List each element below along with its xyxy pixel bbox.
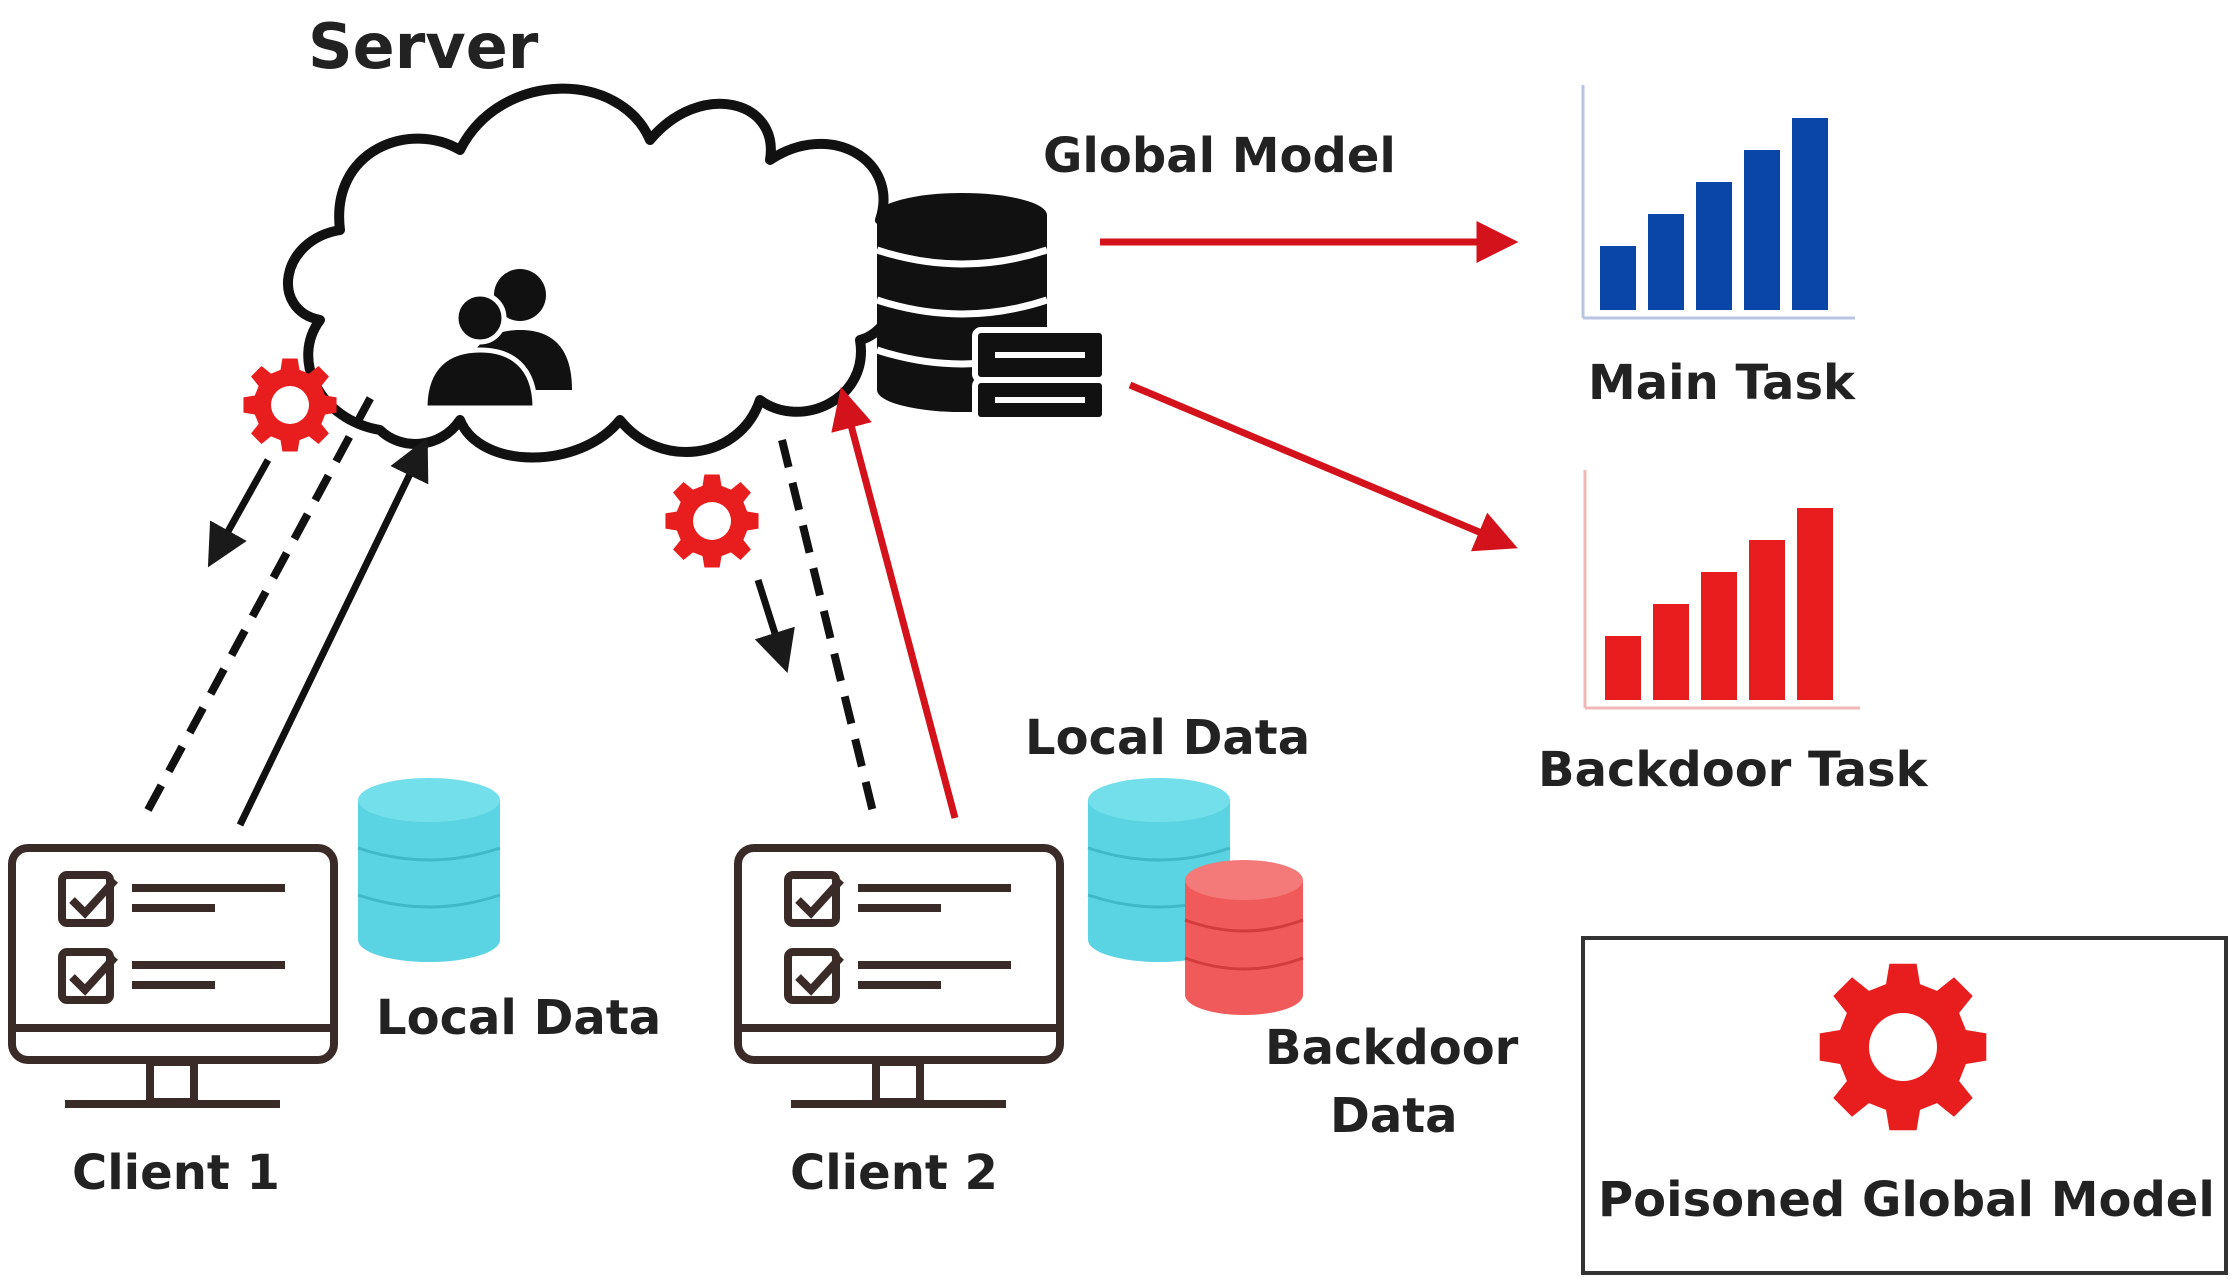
users-icon (422, 269, 572, 411)
legend-label: Poisoned Global Model (1598, 1172, 2215, 1228)
client1-local-data-label: Local Data (376, 990, 662, 1046)
main-task-bar-2 (1648, 214, 1684, 310)
backdoor-task-bar-1 (1605, 636, 1641, 700)
database-server-icon (875, 193, 1108, 423)
global-model-label: Global Model (1043, 128, 1396, 184)
backdoor-task-chart (1583, 470, 1860, 710)
client1-label: Client 1 (72, 1145, 280, 1201)
main-task-bar-1 (1600, 246, 1636, 310)
client1-download-dashed (144, 393, 376, 812)
backdoor-task-bar-2 (1653, 604, 1689, 700)
client2-download-arrow (754, 578, 795, 674)
server-label: Server (308, 10, 539, 83)
main-task-bar-5 (1792, 118, 1828, 310)
client2-label: Client 2 (790, 1145, 998, 1201)
main-task-bar-4 (1744, 150, 1780, 310)
client2-download-dashed (778, 439, 877, 813)
backdoor-task-bar-3 (1701, 572, 1737, 700)
server-cloud (283, 83, 907, 463)
client1-local-data-icon (357, 778, 501, 962)
red-gear-icon (1819, 963, 1987, 1131)
arrow-to-backdoor-task (1128, 381, 1518, 552)
backdoor-data-icon (1184, 860, 1304, 1015)
client1-upload-arrow (236, 437, 429, 827)
client2-upload-arrow (831, 386, 959, 819)
client1-monitor-icon (8, 844, 338, 1108)
client2-monitor-icon (734, 844, 1064, 1108)
backdoor-data-label-line1: Backdoor (1265, 1020, 1519, 1076)
backdoor-task-label: Backdoor Task (1538, 742, 1928, 798)
backdoor-data-label-line2: Data (1330, 1088, 1458, 1144)
backdoor-task-bar-5 (1797, 508, 1833, 700)
client1-gear-icon (243, 358, 337, 452)
backdoor-task-bar-4 (1749, 540, 1785, 700)
main-task-label: Main Task (1588, 355, 1855, 411)
client1-download-arrow (207, 458, 272, 568)
main-task-bar-3 (1696, 182, 1732, 310)
client2-gear-icon (665, 474, 759, 568)
client2-local-data-label: Local Data (1025, 710, 1311, 766)
main-task-chart (1581, 85, 1855, 320)
